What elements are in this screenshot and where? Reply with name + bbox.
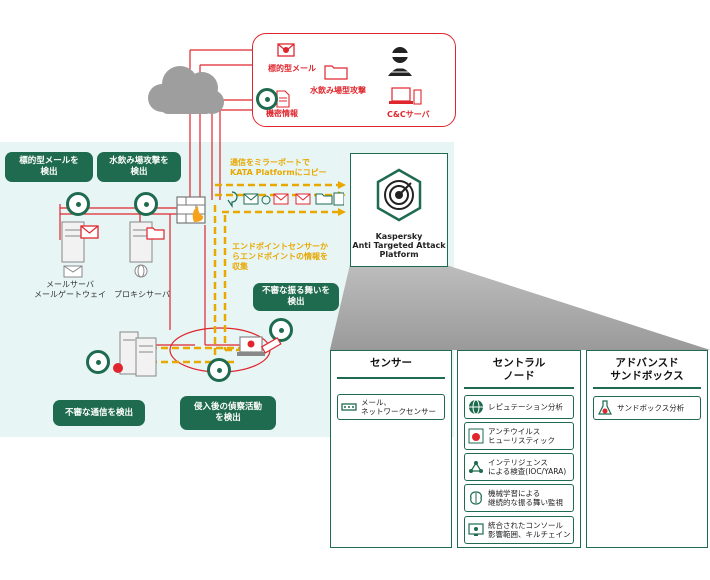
panel-divider — [593, 387, 701, 389]
item-text: 機械学習による 継続的な振る舞い監視 — [488, 489, 563, 507]
kata-logo-icon — [376, 168, 422, 222]
item-text: サンドボックス分析 — [617, 403, 685, 413]
cc-server-label: C&Cサーバ — [387, 110, 430, 119]
recon-sensor-target-icon — [207, 358, 231, 382]
sandbox-item-analysis: サンドボックス分析 — [593, 396, 701, 420]
central-item-antivirus: アンチウイルス ヒューリスティック — [464, 422, 574, 450]
graph-icon — [469, 461, 483, 473]
panel-sandbox: アドバンスド サンドボックス サンドボックス分析 — [586, 350, 708, 548]
firewall-icon — [176, 196, 206, 224]
globe-icon — [469, 399, 483, 415]
mail-sensor-target-icon — [66, 192, 90, 216]
central-item-reputation: レピュテーション分析 — [464, 395, 574, 419]
server-rack-icon — [119, 331, 157, 377]
mail-server-icon — [61, 221, 85, 278]
red-folder-icon — [146, 227, 165, 240]
internet-cloud-icon — [148, 66, 224, 114]
callout-detect-watering-hole: 水飲み場攻撃を 検出 — [97, 152, 181, 182]
panel-sandbox-title: アドバンスド サンドボックス — [610, 357, 684, 382]
console-icon — [468, 523, 484, 536]
bug-icon — [113, 363, 123, 373]
folder-icon — [324, 65, 348, 80]
kata-platform-label: Kaspersky Anti Targeted Attack Platform — [352, 232, 446, 259]
red-mail-icon — [80, 225, 99, 239]
brain-icon — [470, 491, 482, 505]
hacker-icon — [388, 47, 412, 76]
callout-detect-post-intrusion: 侵入後の偵察活動 を検出 — [180, 396, 276, 430]
panel-divider — [337, 377, 445, 379]
item-text: メール、 ネットワークセンサー — [361, 398, 436, 416]
confidential-info-label: 機密情報 — [266, 109, 298, 118]
kata-platform-box: Kaspersky Anti Targeted Attack Platform — [350, 153, 448, 267]
endpoint-sensor-target-icon — [269, 318, 293, 342]
sensor-target-icon — [256, 88, 278, 110]
item-text: 統合されたコンソール 影響範囲、キルチェイン — [488, 521, 571, 539]
traffic-icons-row — [227, 191, 344, 208]
bug-mail-icon — [277, 43, 295, 57]
sensor-item-network: メール、 ネットワークセンサー — [337, 394, 445, 420]
panel-central-node: セントラル ノード レピュテーション分析 アンチウイルス ヒューリスティック イ… — [457, 350, 581, 548]
endpoint-laptop-icon — [237, 336, 265, 356]
targeted-mail-label: 標的型メール — [268, 64, 316, 73]
panel-sensor-title: センサー — [370, 357, 412, 369]
mirror-port-annotation: 通信をミラーポートで KATA Platformにコピー — [230, 158, 327, 177]
panel-divider — [464, 387, 574, 389]
panel-sensor: センサー メール、 ネットワークセンサー — [330, 350, 452, 548]
central-item-machine-learning: 機械学習による 継続的な振る舞い監視 — [464, 484, 574, 512]
proxy-sensor-target-icon — [134, 192, 158, 216]
item-text: アンチウイルス ヒューリスティック — [488, 427, 556, 445]
item-text: レピュテーション分析 — [488, 402, 563, 412]
document-icon — [276, 90, 290, 108]
central-item-intelligence: インテリジェンス による検査(IOC/YARA) — [464, 453, 574, 481]
central-item-console: 統合されたコンソール 影響範囲、キルチェイン — [464, 516, 574, 544]
flask-icon — [598, 400, 612, 415]
bug-icon — [468, 428, 484, 444]
callout-detect-suspicious-behavior: 不審な振る舞いを 検出 — [253, 283, 339, 311]
watering-hole-label: 水飲み場型攻撃 — [310, 86, 366, 95]
usb-tag-icon — [260, 337, 282, 354]
cc-server-laptop-icon — [389, 87, 422, 105]
mail-server-label: メールサーバ メールゲートウェイ — [34, 280, 106, 299]
endpoint-sensor-annotation: エンドポイントセンサーか らエンドポイントの情報を 収集 — [232, 242, 328, 271]
callout-detect-targeted-mail: 標的型メールを 検出 — [5, 152, 93, 182]
item-text: インテリジェンス による検査(IOC/YARA) — [488, 458, 567, 476]
callout-detect-suspicious-comm: 不審な通信を検出 — [53, 400, 145, 426]
network-sensor-icon — [341, 403, 357, 411]
panel-central-node-title: セントラル ノード — [492, 357, 546, 382]
proxy-server-label: プロキシサーバ — [114, 290, 170, 299]
comm-sensor-target-icon — [86, 350, 110, 374]
